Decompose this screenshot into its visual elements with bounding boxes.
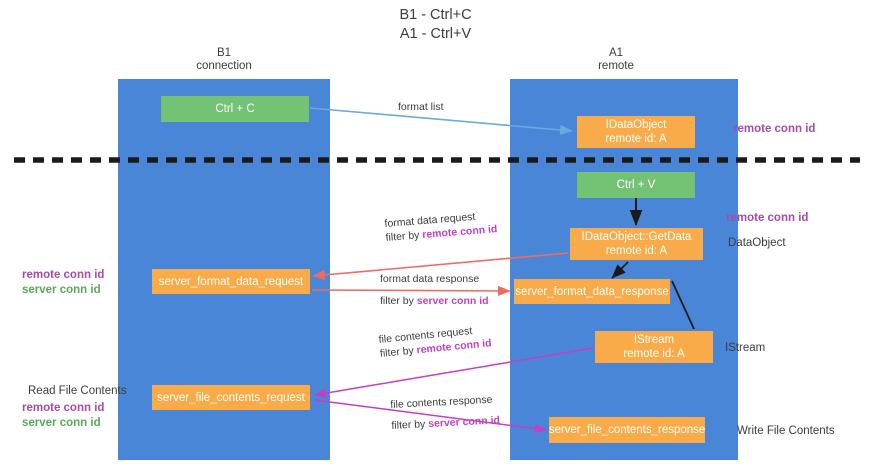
lane-header-b1-name: B1	[216, 47, 232, 59]
edge-label-format-list: format list	[398, 101, 444, 113]
annotation-left-bottom-remote: remote conn id	[22, 402, 105, 414]
title-line-2: A1 - Ctrl+V	[399, 26, 472, 42]
lane-header-a1-role: remote	[598, 60, 634, 72]
annotation-left-mid: remote conn id server conn id	[22, 268, 104, 297]
side-label-read-file-contents: Read File Contents	[28, 385, 127, 397]
side-label-istream: IStream	[725, 342, 766, 354]
edge-label-file-contents-response: file contents response filter by server …	[390, 392, 500, 433]
edge-label-file-contents-request: file contents request filter by remote c…	[378, 322, 492, 361]
node-server-file-contents-request[interactable]: server_file_contents_request	[152, 385, 310, 410]
node-istream-label: IStream	[633, 334, 675, 346]
edge-label-format-data-request: format data request filter by remote con…	[384, 208, 498, 245]
filter-by-text: filter by	[380, 295, 417, 307]
side-label-dataobject: DataObject	[728, 237, 786, 249]
edge-label-file-contents-response-line1: file contents response	[390, 393, 493, 411]
node-idataobject-sub: remote id: A	[605, 133, 667, 145]
side-label-write-file-contents: Write File Contents	[737, 425, 835, 437]
filter-key: server conn id	[427, 414, 501, 431]
node-istream-sub: remote id: A	[623, 348, 685, 360]
node-ctrl-v-label: Ctrl + V	[616, 179, 656, 191]
title-line-1: B1 - Ctrl+C	[399, 7, 472, 23]
edge-label-format-data-response: format data response filter by server co…	[380, 272, 489, 308]
node-server-file-contents-response-label: server_file_contents_response	[548, 424, 706, 436]
filter-by-text: filter by	[385, 229, 423, 244]
node-ctrl-c[interactable]: Ctrl + C	[161, 96, 309, 122]
node-server-format-data-request[interactable]: server_format_data_request	[152, 269, 310, 294]
lane-header-a1: A1 remote	[536, 47, 696, 73]
filter-key: server conn id	[416, 295, 489, 307]
diagram-title: B1 - Ctrl+C A1 - Ctrl+V	[0, 6, 871, 44]
annotation-right-mid-remote: remote conn id	[726, 212, 809, 224]
node-server-file-contents-response[interactable]: server_file_contents_response	[549, 417, 705, 443]
annotation-left-bottom: remote conn id server conn id	[22, 401, 104, 430]
annotation-left-mid-remote: remote conn id	[22, 269, 105, 281]
node-getdata-label: IDataObject::GetData	[581, 231, 692, 243]
node-ctrl-v[interactable]: Ctrl + V	[577, 172, 695, 198]
filter-by-text: filter by	[379, 344, 418, 360]
node-idataobject-label: IDataObject	[605, 119, 667, 131]
annotation-left-bottom-server: server conn id	[22, 416, 101, 429]
node-server-format-data-response-label: server_format_data_response	[515, 285, 669, 298]
lane-header-b1: B1 connection	[144, 47, 304, 73]
lane-header-b1-role: connection	[196, 60, 252, 72]
node-server-file-contents-request-label: server_file_contents_request	[157, 391, 305, 404]
node-getdata-sub: remote id: A	[605, 245, 668, 257]
edge-label-file-contents-response-line2: filter by server conn id	[391, 413, 500, 433]
annotation-right-mid: remote conn id	[726, 211, 808, 226]
node-idataobject-getdata[interactable]: IDataObject::GetData remote id: A	[570, 228, 703, 260]
edge-label-format-data-response-line1: format data response	[380, 273, 480, 285]
node-ctrl-c-label: Ctrl + C	[215, 103, 255, 115]
node-idataobject[interactable]: IDataObject remote id: A	[577, 116, 695, 148]
lane-header-a1-name: A1	[608, 47, 624, 59]
node-server-format-data-response[interactable]: server_format_data_response	[514, 279, 670, 304]
annotation-right-top-remote: remote conn id	[733, 123, 816, 135]
annotation-right-top: remote conn id	[733, 122, 815, 137]
node-server-format-data-request-label: server_format_data_request	[158, 275, 304, 288]
annotation-left-mid-server: server conn id	[22, 283, 101, 296]
edge-label-format-data-response-line2: filter by server conn id	[380, 294, 489, 308]
filter-by-text: filter by	[391, 418, 429, 432]
node-istream[interactable]: IStream remote id: A	[595, 331, 713, 363]
